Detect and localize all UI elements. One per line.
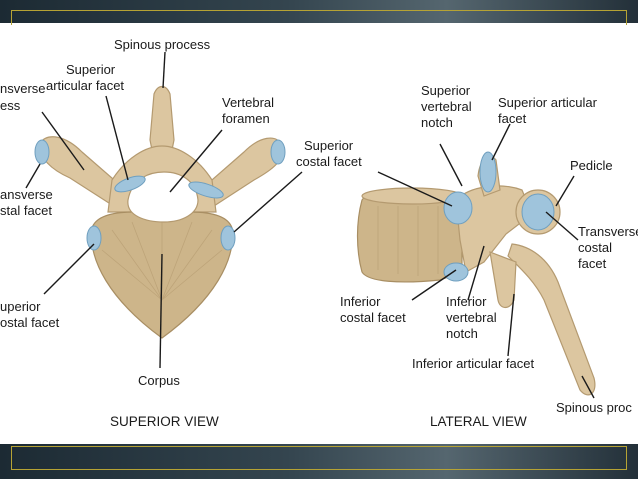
vertebra-diagram: Spinous process Superior articular facet…: [0, 37, 638, 429]
lateral-inferior-costal-facet: [443, 262, 469, 282]
lateral-inferior-articular-process: [489, 251, 517, 309]
left-superior-costal-facet: [86, 225, 102, 251]
label-superior-vertebral-notch-line2: vertebral: [421, 99, 472, 114]
right-transverse-costal-facet: [270, 139, 286, 165]
label-left-superior-costal-facet-line2: ostal facet: [0, 315, 60, 330]
label-corpus: Corpus: [138, 373, 180, 388]
body-texture: [101, 220, 223, 301]
label-left-superior-costal-facet-line1: uperior: [0, 299, 41, 314]
label-spinous-process: Spinous process: [114, 37, 211, 52]
label-inferior-vertebral-notch-line3: notch: [446, 326, 478, 341]
label-lateral-spinous-process: Spinous proc: [556, 400, 632, 415]
label-inferior-costal-facet-line2: costal facet: [340, 310, 406, 325]
label-superior-costal-facet-line2: costal facet: [296, 154, 362, 169]
left-transverse-costal-facet: [34, 139, 50, 165]
bottom-band: [0, 444, 638, 479]
lateral-view-leaders: [377, 123, 595, 399]
label-superior-vertebral-notch-line3: notch: [421, 115, 453, 130]
label-inferior-articular-facet: Inferior articular facet: [412, 356, 534, 371]
label-pedicle: Pedicle: [570, 158, 613, 173]
label-superior-articular-facet-line1: Superior: [66, 62, 116, 77]
superior-view-leaders: [25, 51, 303, 369]
top-band-frame: [11, 10, 627, 25]
lateral-superior-costal-facet: [443, 191, 473, 225]
label-transverse-costal-facet-line1: ansverse: [0, 187, 53, 202]
label-lateral-superior-articular-facet-line1: Superior articular: [498, 95, 598, 110]
label-vertebral-foramen-line1: Vertebral: [222, 95, 274, 110]
label-transverse-process-line1: nsverse: [0, 81, 46, 96]
lateral-view-title: LATERAL VIEW: [430, 414, 527, 429]
vertebral-foramen-hole: [127, 171, 199, 223]
label-inferior-vertebral-notch-line1: Inferior: [446, 294, 487, 309]
lateral-body-texture: [377, 206, 439, 276]
label-vertebral-foramen-line2: foramen: [222, 111, 270, 126]
label-inferior-costal-facet-line1: Inferior: [340, 294, 381, 309]
label-superior-vertebral-notch-line1: Superior: [421, 83, 471, 98]
superior-view-labels: Spinous process Superior articular facet…: [0, 37, 362, 429]
bottom-band-frame: [11, 446, 627, 470]
top-band: [0, 0, 638, 25]
label-lateral-superior-articular-facet-line2: facet: [498, 111, 527, 126]
superior-view-illustration: [34, 85, 286, 339]
label-superior-articular-facet-line2: articular facet: [46, 78, 124, 93]
superior-view-title: SUPERIOR VIEW: [110, 414, 219, 429]
lateral-transverse-costal-facet: [521, 193, 555, 231]
label-lateral-transverse-costal-facet-line2: costal: [578, 240, 612, 255]
label-transverse-process-line2: ess: [0, 98, 21, 113]
label-inferior-vertebral-notch-line2: vertebral: [446, 310, 497, 325]
label-lateral-transverse-costal-facet-line1: Transverse: [578, 224, 638, 239]
right-superior-costal-facet: [220, 225, 236, 251]
lateral-superior-articular-facet: [479, 151, 497, 193]
label-superior-costal-facet-line1: Superior: [304, 138, 354, 153]
lateral-view-labels: Superior vertebral notch Superior articu…: [340, 83, 638, 429]
label-lateral-transverse-costal-facet-line3: facet: [578, 256, 607, 271]
lateral-pedicle: [455, 185, 533, 273]
right-superior-articular-facet: [188, 181, 224, 199]
lateral-view-illustration: [356, 151, 596, 396]
label-transverse-costal-facet-line2: stal facet: [0, 203, 52, 218]
